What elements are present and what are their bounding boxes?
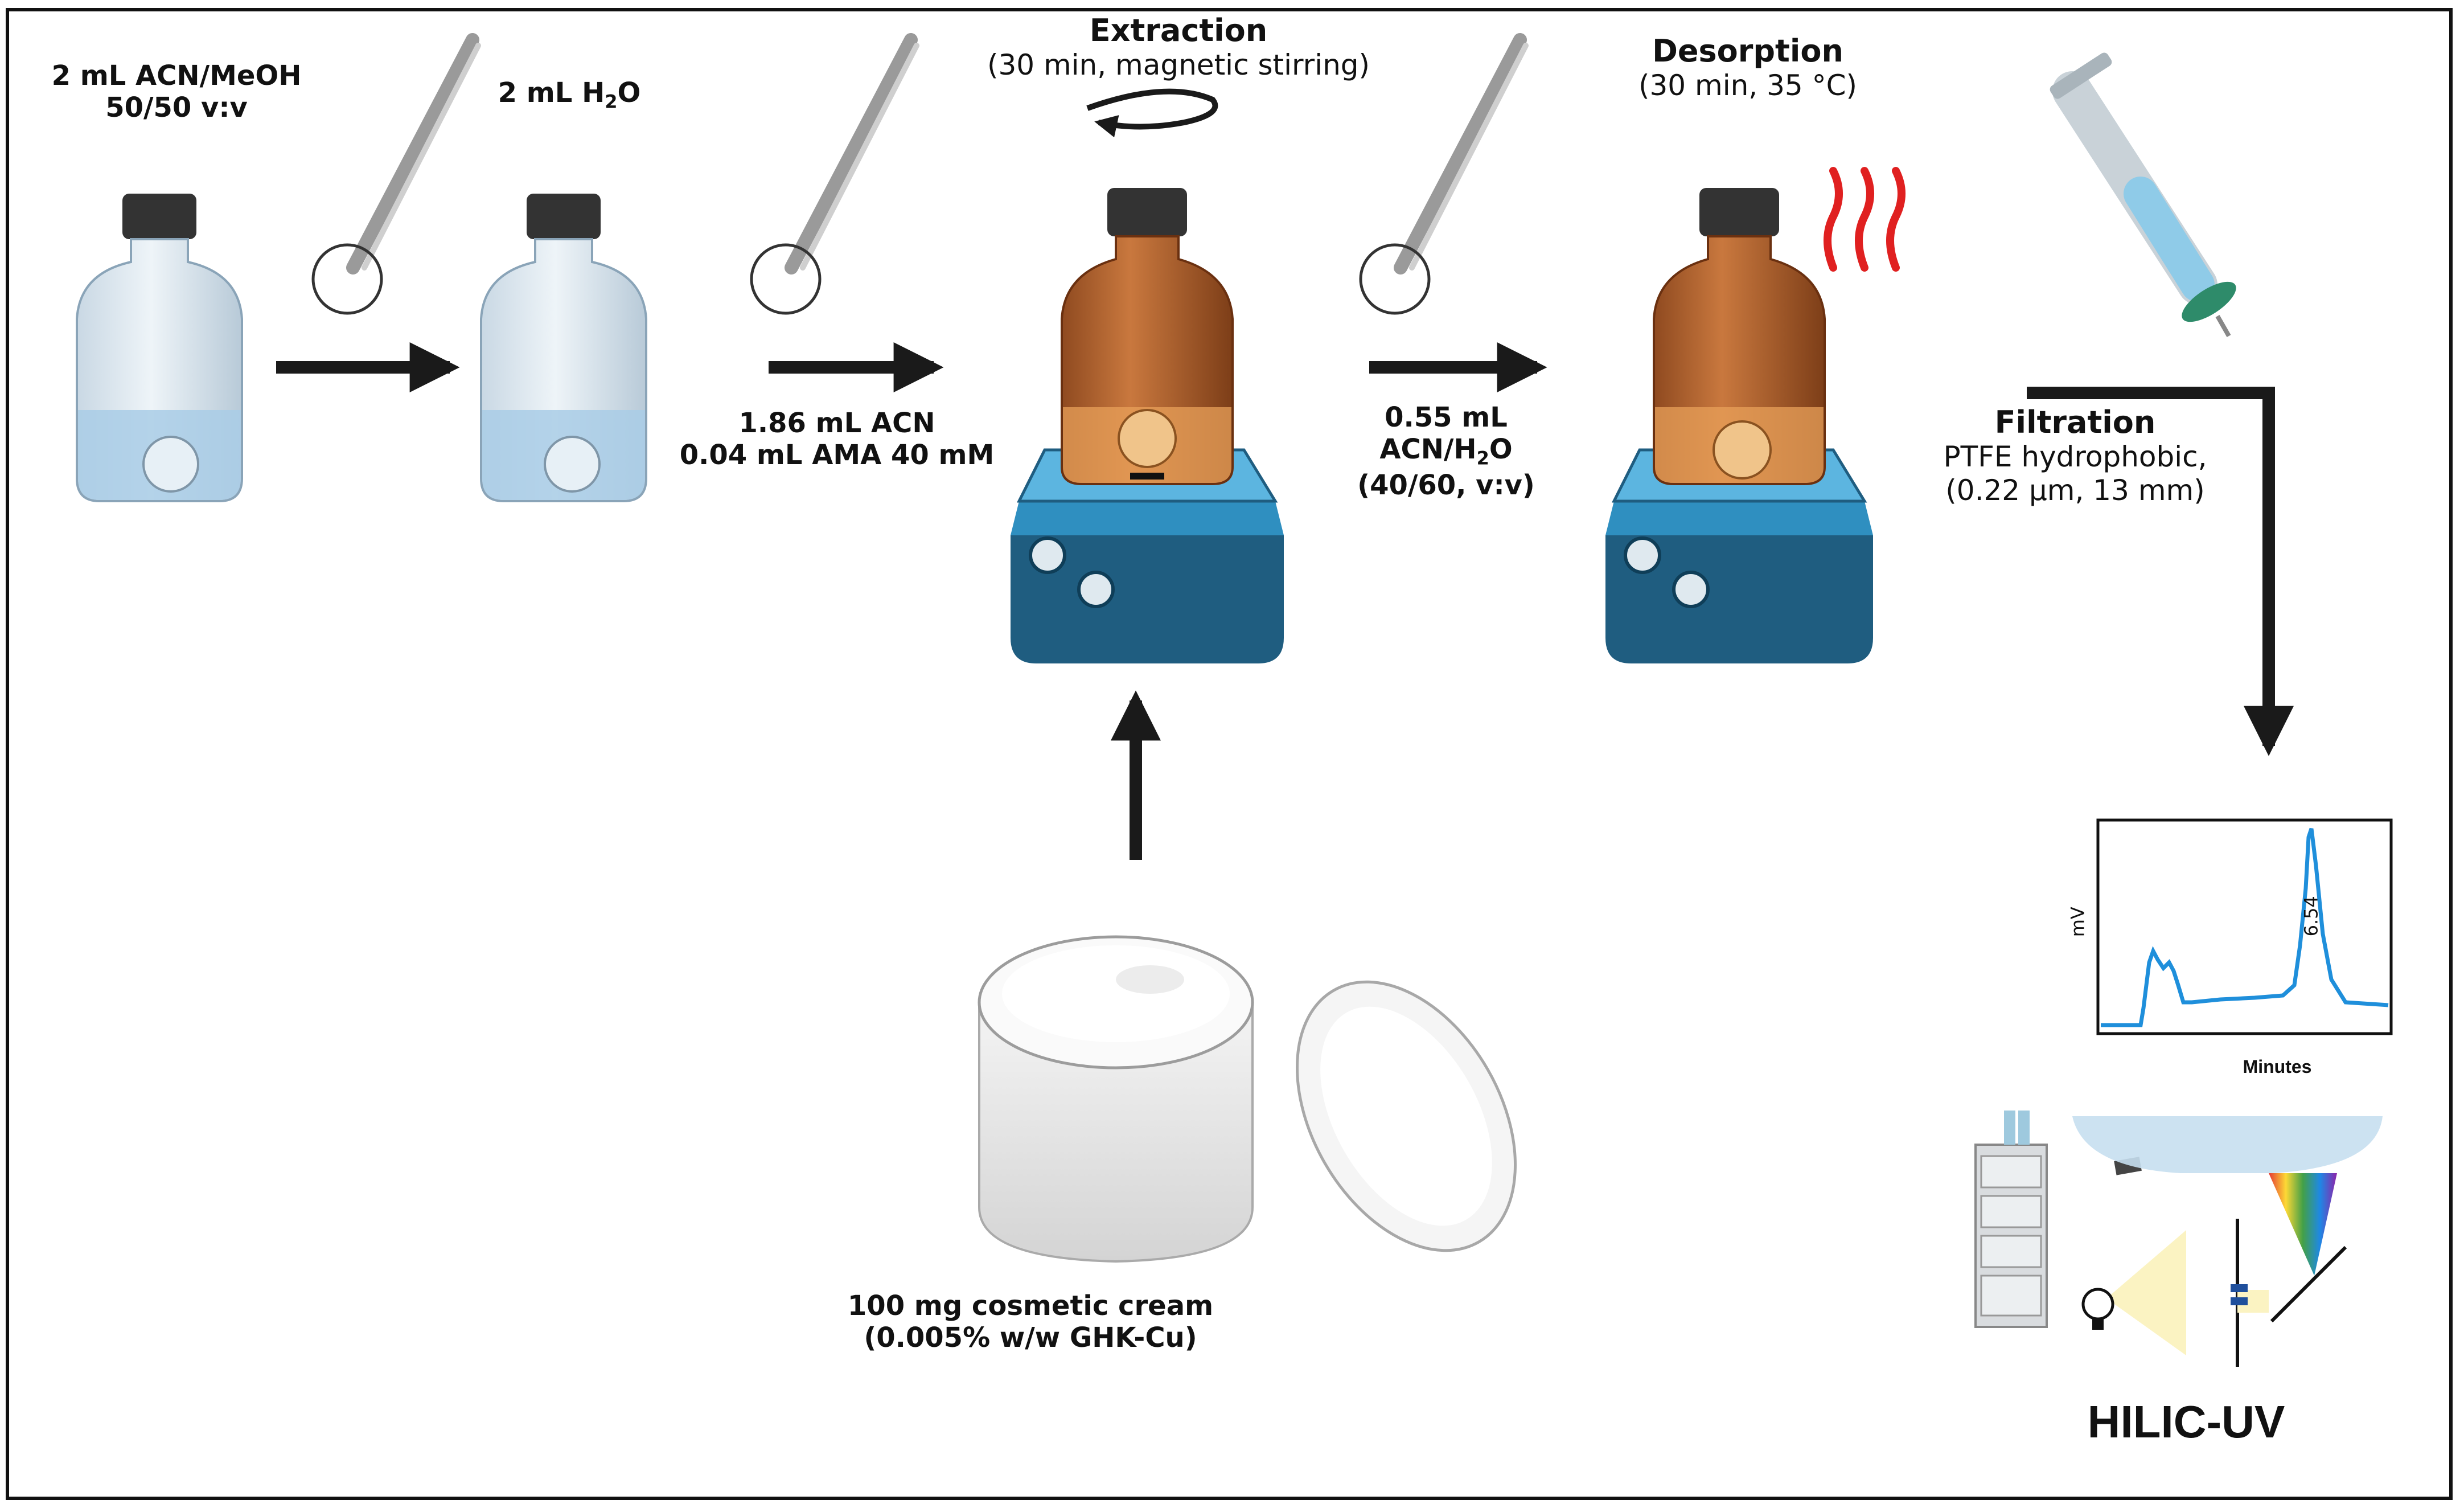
extraction-label: Extraction (30 min, magnetic stirring): [911, 13, 1446, 82]
conditioning-1-label: 2 mL ACN/MeOH 50/50 v:v: [51, 60, 302, 124]
extraction-solvent-line1: 1.86 mL ACN: [738, 407, 935, 439]
desorption-amber-vial: [1653, 188, 1826, 485]
conditioning-1-line2: 50/50 v:v: [105, 92, 248, 124]
analysis-title: HILIC-UV: [2087, 1396, 2285, 1447]
conditioning-2-sub: 2: [605, 91, 618, 113]
tweezers-icon-3: [1359, 33, 1529, 315]
filtration-line2: (0.22 µm, 13 mm): [1945, 473, 2205, 507]
cosmetic-cream-jar: [978, 935, 1517, 1263]
desorption-solvent-label: 0.55 mL ACN/H2O (40/60, v:v): [1338, 401, 1554, 501]
extraction-amber-vial: [1061, 188, 1234, 485]
arrow-filtration: [2027, 387, 2294, 756]
conditioning-2-label: 2 mL H2O: [484, 77, 655, 113]
figure-frame: [6, 8, 2453, 1500]
tweezers-icon-2: [750, 33, 919, 315]
heat-waves-icon: [1824, 167, 1906, 272]
desorption-detail: (30 min, 35 °C): [1638, 69, 1858, 103]
uv-detector-schematic: [2072, 1116, 2383, 1367]
vial-conditioning-1: [76, 194, 243, 502]
sample-line2: (0.005% w/w GHK-Cu): [864, 1322, 1197, 1354]
chromatogram-ylabel: mV: [2067, 907, 2089, 937]
desorption-title: Desorption: [1652, 33, 1843, 69]
conditioning-1-line1: 2 mL ACN/MeOH: [51, 60, 302, 92]
desorption-label: Desorption (30 min, 35 °C): [1588, 33, 1907, 103]
sample-label: 100 mg cosmetic cream (0.005% w/w GHK-Cu…: [831, 1290, 1230, 1354]
desorption-solvent-line1: 0.55 mL: [1385, 401, 1508, 433]
extraction-solvent-line2: 0.04 mL AMA 40 mM: [679, 439, 995, 472]
chromatogram: [2096, 818, 2393, 1035]
extraction-detail: (30 min, magnetic stirring): [987, 48, 1370, 82]
conditioning-2-suffix: O: [617, 77, 641, 109]
desorption-solvent-line3: (40/60, v:v): [1357, 469, 1535, 502]
extraction-title: Extraction: [1089, 13, 1268, 48]
extraction-solvent-label: 1.86 mL ACN 0.04 mL AMA 40 mM: [666, 407, 1008, 471]
stirring-rotation-icon: [1086, 88, 1218, 138]
syringe-filter-icon: [2050, 52, 2236, 337]
extraction-stirrer: [1011, 448, 1284, 663]
vial-conditioning-2: [480, 194, 647, 502]
conditioning-2-prefix: 2 mL H: [498, 77, 605, 109]
chromatogram-xlabel: Minutes: [2243, 1056, 2312, 1077]
tweezers-icon-1: [311, 33, 481, 315]
desorption-solvent-suffix: O: [1489, 433, 1513, 466]
chromatogram-trace: [2101, 827, 2389, 1027]
filtration-title: Filtration: [1994, 404, 2156, 440]
desorption-solvent-sub: 2: [1476, 447, 1489, 469]
chromatogram-peak-label: 6.54: [2300, 896, 2322, 937]
desorption-solvent-prefix: ACN/H: [1379, 433, 1477, 466]
filtration-line1: PTFE hydrophobic,: [1943, 440, 2207, 474]
sample-line1: 100 mg cosmetic cream: [847, 1290, 1214, 1322]
filtration-label: Filtration PTFE hydrophobic, (0.22 µm, 1…: [1896, 404, 2254, 507]
